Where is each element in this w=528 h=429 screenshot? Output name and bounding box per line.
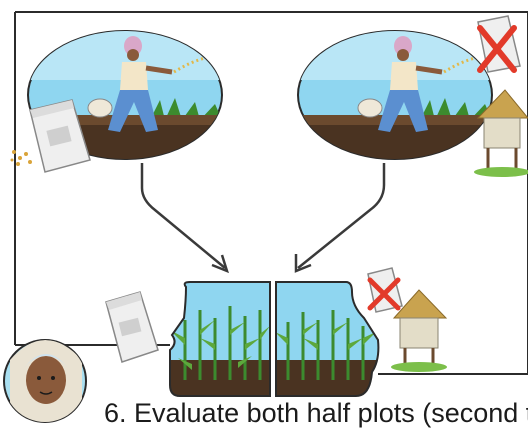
arrow-right-to-plot [296, 163, 384, 271]
arrow-left-to-plot [142, 163, 227, 271]
farmer-avatar-icon [4, 340, 86, 427]
result-plot-right-half [274, 282, 380, 398]
result-plot-left-half [168, 282, 272, 398]
step-caption: 6. Evaluate both half plots (second t [104, 398, 528, 429]
crossed-fertilizer-icon [478, 16, 520, 72]
crossed-fertilizer-icon [368, 268, 402, 312]
fertilizer-sack-icon [106, 292, 158, 362]
right-scene [298, 30, 498, 165]
